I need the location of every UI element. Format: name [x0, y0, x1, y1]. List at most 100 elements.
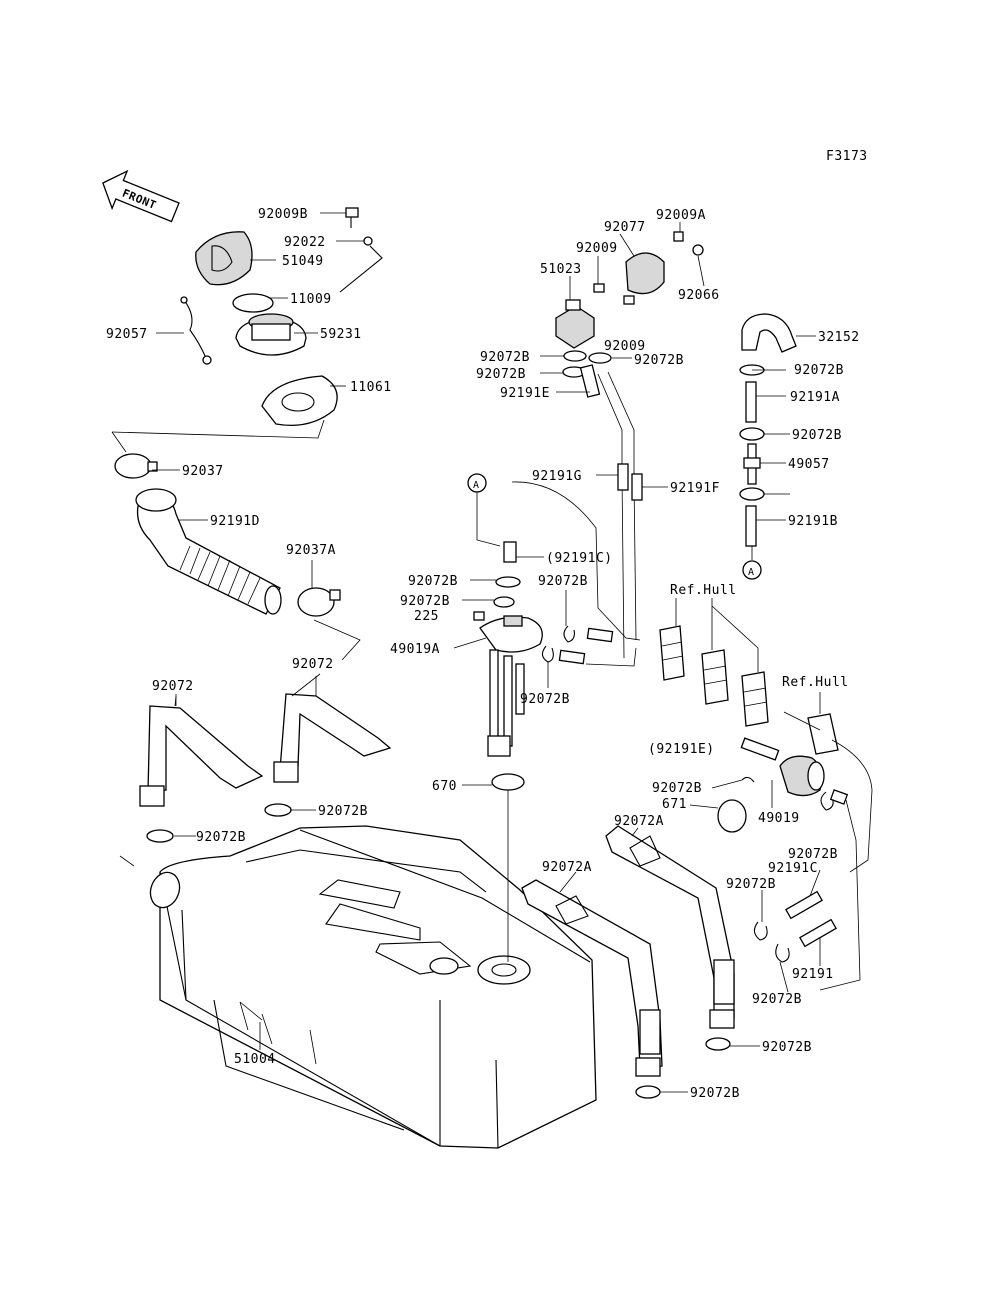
callout-11009: 11009 — [290, 292, 332, 307]
valve-51023 — [555, 299, 595, 349]
callout-92072B-16: 92072B — [762, 1040, 812, 1055]
clip-92072B-n — [820, 791, 834, 811]
strap-92072A-right — [605, 825, 735, 1029]
clamp-92037 — [114, 453, 158, 479]
hull-clamp-1 — [659, 625, 685, 681]
clip-92072B-c — [495, 576, 521, 588]
callout-671: 671 — [662, 797, 687, 812]
hose-92191E — [579, 364, 601, 398]
callout-51004: 51004 — [234, 1052, 276, 1067]
fuel-filler-hose-92191D — [135, 488, 282, 615]
oring-671 — [717, 799, 747, 833]
callout-92191B: 92191B — [788, 514, 838, 529]
ref-mark-A-right: A — [742, 560, 762, 580]
leader-lines — [152, 212, 821, 1093]
callout-49057: 49057 — [788, 457, 830, 472]
tether-cord-92057 — [180, 296, 212, 365]
callout-225: 225 — [414, 609, 439, 624]
callout-92072B-5: 92072B — [792, 428, 842, 443]
hose-92191 — [799, 918, 837, 948]
callout-92072B-1: 92072B — [480, 350, 530, 365]
clip-92072B-b — [146, 829, 174, 843]
clip-92072B-m — [741, 776, 755, 783]
clip-92072B-h — [588, 352, 612, 364]
ref-mark-A-right-label: A — [748, 567, 755, 578]
callout-92072B-2: 92072B — [634, 353, 684, 368]
hull-clamp-4 — [807, 713, 839, 755]
callout-59231: 59231 — [320, 327, 362, 342]
callout-92057: 92057 — [106, 327, 148, 342]
clip-92072B-k — [739, 427, 765, 441]
callout-92072B-6: 92072B — [408, 574, 458, 589]
callout-92009B: 92009B — [258, 207, 308, 222]
hose-92191F — [631, 473, 643, 501]
clip-92072B-o — [753, 921, 768, 941]
hose-32152 — [741, 313, 797, 353]
hose-92191C-b — [785, 890, 823, 920]
callout-92191C: 92191C — [768, 861, 818, 876]
hose-92191B — [745, 505, 757, 547]
bolt-92009A — [673, 231, 684, 242]
gasket-11061 — [261, 375, 338, 427]
callout-11061: 11061 — [350, 380, 392, 395]
callout-670: 670 — [432, 779, 457, 794]
callout-labels: 92009B 92022 51049 11009 92057 59231 110… — [106, 207, 860, 1067]
callout-92191C-paren: (92191C) — [546, 551, 613, 566]
callout-92077: 92077 — [604, 220, 646, 235]
filler-neck-59231 — [235, 313, 307, 356]
callout-92191E: 92191E — [500, 386, 550, 401]
hose-92191C — [503, 541, 517, 563]
gasket-11009 — [232, 293, 274, 313]
fuel-filter-49019 — [779, 755, 825, 797]
callout-92072B-3: 92072B — [476, 367, 526, 382]
callout-ref-hull-2: Ref.Hull — [782, 675, 849, 690]
callout-92072A-1: 92072A — [614, 814, 664, 829]
figure-code: F3173 — [826, 149, 868, 164]
bracket-92077 — [625, 252, 665, 295]
clip-92072B-g — [563, 350, 587, 362]
callout-92072B-7: 92072B — [538, 574, 588, 589]
callout-92072B-11: 92072B — [318, 804, 368, 819]
callout-92037: 92037 — [182, 464, 224, 479]
hose-center-b — [558, 649, 586, 665]
ref-mark-A-left-label: A — [473, 480, 480, 491]
clip-92072B-f — [541, 645, 554, 663]
callout-92066: 92066 — [678, 288, 720, 303]
callout-92191: 92191 — [792, 967, 834, 982]
fuel-pickup-49019A — [479, 615, 543, 757]
callout-92191A: 92191A — [790, 390, 840, 405]
callout-51023: 51023 — [540, 262, 582, 277]
hull-clamp-3 — [741, 671, 769, 727]
callout-92072B-13: 92072B — [788, 847, 838, 862]
callout-49019: 49019 — [758, 811, 800, 826]
clip-92072B-a — [264, 803, 292, 817]
callout-32152: 32152 — [818, 330, 860, 345]
callout-92072-right: 92072 — [292, 657, 334, 672]
fuel-tank-51004 — [149, 825, 597, 1149]
strap-92072-right — [273, 693, 392, 783]
hose-92191E-b — [740, 737, 780, 761]
callout-92072B-14: 92072B — [726, 877, 776, 892]
callout-92072B-4: 92072B — [794, 363, 844, 378]
filler-cap-51049 — [195, 231, 253, 286]
callout-92072B-12: 92072B — [196, 830, 246, 845]
callout-92072B-10: 92072B — [652, 781, 702, 796]
callout-92009A: 92009A — [656, 208, 706, 223]
nut-92066 — [692, 244, 704, 256]
callout-ref-hull-1: Ref.Hull — [670, 583, 737, 598]
ref-mark-A-left: A — [467, 473, 487, 493]
clip-92072B-e — [563, 625, 575, 643]
callout-49019A: 49019A — [390, 642, 440, 657]
callout-92009-mid: 92009 — [604, 339, 646, 354]
clip-92072B-p — [775, 943, 790, 963]
callout-92072B-9: 92072B — [520, 692, 570, 707]
callout-92072-left: 92072 — [152, 679, 194, 694]
callout-92191E-paren: (92191E) — [648, 742, 715, 757]
callout-92037A: 92037A — [286, 543, 336, 558]
callout-51049: 51049 — [282, 254, 324, 269]
bolt-92009-a — [593, 283, 605, 293]
strap-92072-left — [139, 705, 264, 807]
clip-92072B-l — [739, 487, 765, 501]
hose-92191G — [617, 463, 629, 491]
